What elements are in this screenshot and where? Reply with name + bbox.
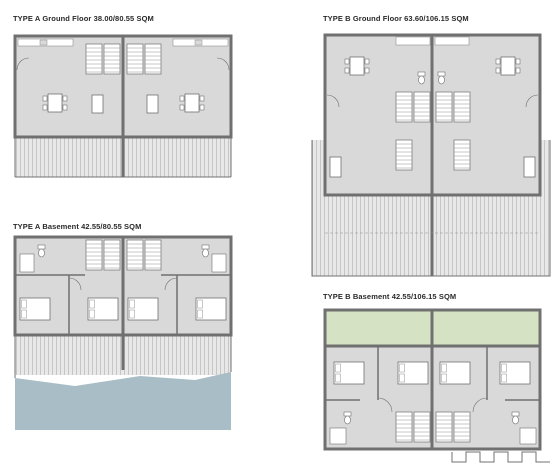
- type-a-ground-floor-title: TYPE A Ground Floor 38.00/80.55 SQM: [13, 14, 154, 23]
- type-a-ground-floor-plan: [13, 34, 233, 178]
- type-b-ground-floor-title: TYPE B Ground Floor 63.60/106.15 SQM: [323, 14, 469, 23]
- type-a-basement-title: TYPE A Basement 42.55/80.55 SQM: [13, 222, 142, 231]
- type-b-basement-title: TYPE B Basement 42.55/106.15 SQM: [323, 292, 457, 301]
- type-b-basement-plan: [323, 308, 542, 451]
- type-b-ground-floor-plan: [311, 33, 551, 277]
- type-a-basement-plan: [13, 235, 233, 430]
- scale-bar: [451, 451, 550, 463]
